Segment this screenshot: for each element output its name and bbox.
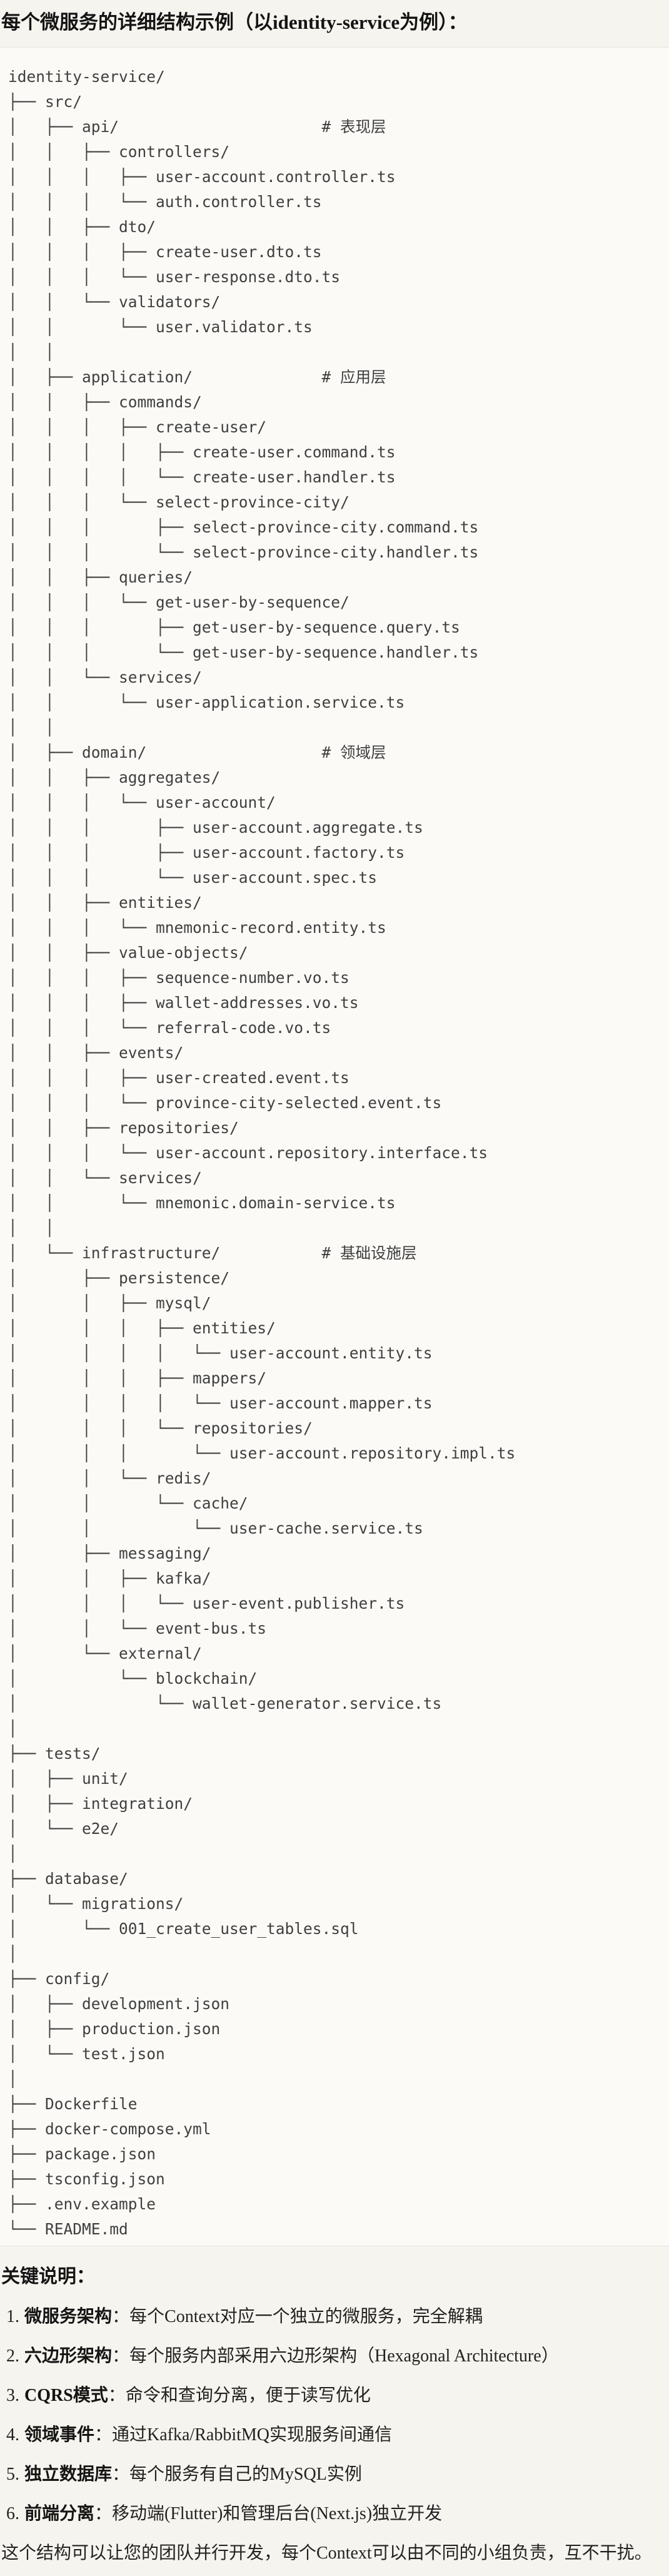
notes-section: 关键说明： 1.微服务架构：每个Context对应一个独立的微服务，完全解耦 2… bbox=[0, 2246, 669, 2563]
note-separator: ： bbox=[108, 2386, 126, 2405]
note-term: 微服务架构 bbox=[24, 2307, 113, 2326]
note-number: 1. bbox=[6, 2307, 19, 2326]
page-title: 每个微服务的详细结构示例（以identity-service为例）： bbox=[1, 11, 468, 33]
note-term: 前端分离 bbox=[24, 2504, 95, 2523]
note-description: 命令和查询分离，便于读写优化 bbox=[125, 2386, 371, 2405]
directory-tree: identity-service/ ├── src/ │ ├── api/ # … bbox=[8, 68, 516, 2238]
note-item: 3. CQRS模式：命令和查询分离，便于读写优化 bbox=[1, 2386, 664, 2405]
note-item: 1. 微服务架构：每个Context对应一个独立的微服务，完全解耦 bbox=[1, 2308, 664, 2326]
note-description: 每个服务内部采用六边形架构（Hexagonal Architecture） bbox=[129, 2346, 559, 2366]
note-number: 2. bbox=[6, 2346, 19, 2366]
code-block: identity-service/ ├── src/ │ ├── api/ # … bbox=[0, 47, 669, 2246]
note-separator: ： bbox=[112, 2307, 130, 2326]
closing-paragraph: 这个结构可以让您的团队并行开发，每个Context可以由不同的小组负责，互不干扰… bbox=[1, 2543, 652, 2563]
note-separator: ： bbox=[94, 2425, 113, 2445]
note-number: 3. bbox=[6, 2386, 19, 2405]
notes-list: 1.微服务架构：每个Context对应一个独立的微服务，完全解耦 2.六边形架构… bbox=[1, 2308, 664, 2523]
note-term: 独立数据库 bbox=[24, 2465, 113, 2484]
note-term: CQRS模式 bbox=[24, 2386, 108, 2405]
note-item: 6. 前端分离：移动端(Flutter)和管理后台(Next.js)独立开发 bbox=[1, 2505, 664, 2523]
notes-heading: 关键说明： bbox=[1, 2266, 95, 2287]
note-number: 5. bbox=[6, 2465, 19, 2484]
note-number: 4. bbox=[6, 2425, 19, 2445]
note-item: 2.六边形架构：每个服务内部采用六边形架构（Hexagonal Architec… bbox=[1, 2347, 664, 2365]
note-item: 4.领域事件：通过Kafka/RabbitMQ实现服务间通信 bbox=[1, 2426, 664, 2444]
document-header: 每个微服务的详细结构示例（以identity-service为例）： bbox=[0, 0, 669, 47]
note-separator: ： bbox=[94, 2504, 113, 2523]
note-number: 6. bbox=[6, 2504, 19, 2523]
note-description: 每个服务有自己的MySQL实例 bbox=[129, 2465, 362, 2484]
note-description: 每个Context对应一个独立的微服务，完全解耦 bbox=[129, 2307, 483, 2326]
note-term: 六边形架构 bbox=[24, 2346, 113, 2366]
note-description: 通过Kafka/RabbitMQ实现服务间通信 bbox=[112, 2425, 392, 2445]
note-description: 移动端(Flutter)和管理后台(Next.js)独立开发 bbox=[112, 2504, 443, 2523]
note-item: 5. 独立数据库：每个服务有自己的MySQL实例 bbox=[1, 2465, 664, 2483]
note-separator: ： bbox=[112, 2346, 130, 2366]
note-separator: ： bbox=[112, 2465, 130, 2484]
note-term: 领域事件 bbox=[24, 2425, 95, 2445]
